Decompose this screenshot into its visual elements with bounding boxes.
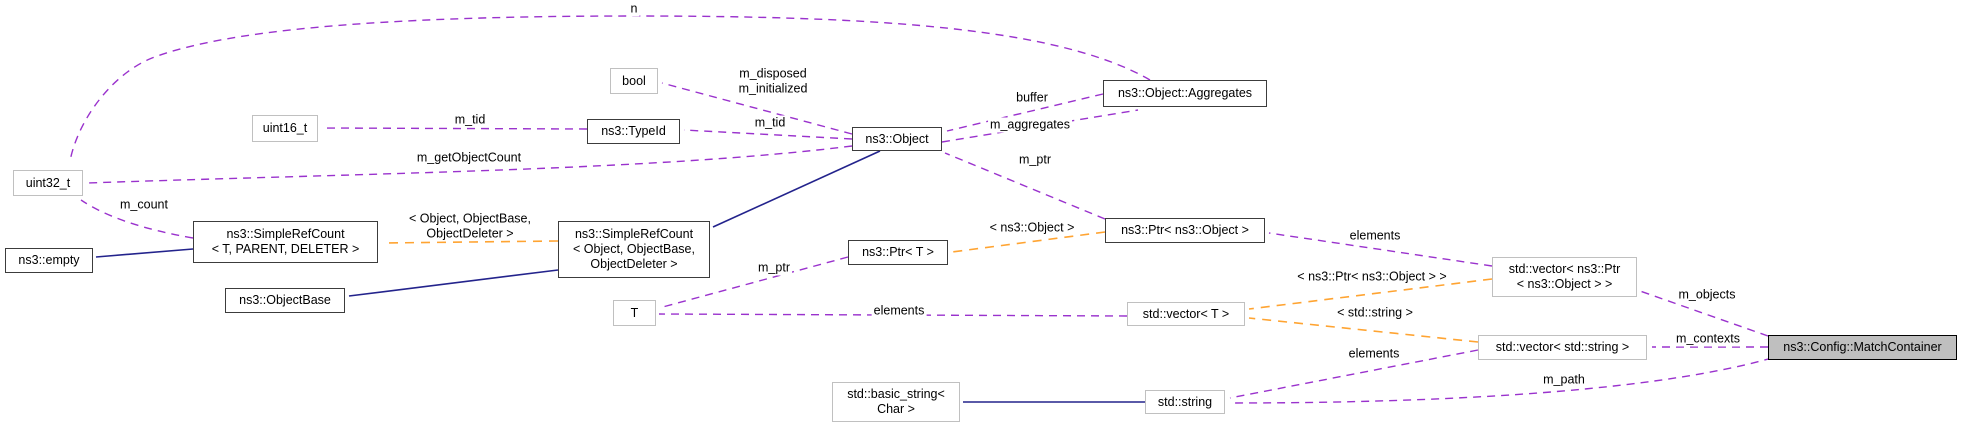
edge-usage-ns3-object-to-uint32-t — [86, 145, 853, 184]
class-node-ns3-object-aggregates[interactable]: ns3::Object::Aggregates — [1103, 80, 1267, 107]
edge-label-m_ptr: m_ptr — [756, 260, 792, 276]
edge-label-m_tid: m_tid — [752, 115, 788, 131]
class-node-simplerefcount-t[interactable]: ns3::SimpleRefCount< T, PARENT, DELETER … — [193, 221, 378, 263]
class-node-ns3-empty[interactable]: ns3::empty — [5, 248, 93, 273]
class-node-label: std::string — [1157, 394, 1213, 409]
class-node-matchcontainer: ns3::Config::MatchContainer — [1768, 335, 1957, 360]
class-node-label: ns3::Config::MatchContainer — [1783, 340, 1942, 354]
edge-template-ns3-ptr-object-to-ns3-ptr-t — [951, 231, 1106, 253]
edge-label-m_aggregates: m_aggregates — [988, 117, 1072, 133]
edge-label-m_contexts: m_contexts — [1674, 331, 1742, 347]
class-node-label: Char > — [877, 402, 915, 416]
edge-label-m_objects: m_objects — [1676, 287, 1738, 303]
class-node-label: < Object, ObjectBase, — [573, 242, 695, 256]
edge-label-ns3object: < ns3::Object > — [989, 220, 1075, 235]
class-node-basic-string: std::basic_string<Char > — [832, 382, 960, 422]
edge-label-m_path: m_path — [1541, 372, 1587, 388]
edge-usage-ns3-object-aggregates-to-ns3-object — [946, 93, 1104, 132]
class-node-bool: bool — [610, 68, 658, 94]
edge-label-buffer: buffer — [1014, 90, 1050, 106]
edge-usage-vector-ptr-object-to-ns3-ptr-object — [1268, 232, 1493, 267]
edge-label-m_initialized: m_initialized — [736, 81, 810, 97]
edge-template-vector-ptr-object-to-vector-t — [1248, 278, 1493, 310]
class-node-label: ns3::empty — [18, 253, 80, 267]
class-node-ns3-objectbase[interactable]: ns3::ObjectBase — [225, 288, 345, 313]
class-node-label: std::vector< ns3::Ptr — [1508, 262, 1621, 276]
edge-inheritance-simplerefcount-object-to-ns3-objectbase — [348, 269, 559, 297]
edge-usage-ns3-ptr-t-to-t — [658, 256, 849, 309]
edge-usage-ns3-ptr-object-to-ns3-object — [944, 152, 1106, 220]
edge-label-elements: elements — [1347, 228, 1403, 244]
class-node-label: < T, PARENT, DELETER > — [211, 242, 360, 256]
class-node-label: std::basic_string< — [847, 387, 945, 401]
class-node-ns3-ptr-t[interactable]: ns3::Ptr< T > — [848, 240, 948, 265]
class-node-label: ObjectDeleter > — [590, 257, 678, 271]
class-node-simplerefcount-object[interactable]: ns3::SimpleRefCount< Object, ObjectBase,… — [558, 221, 710, 278]
class-node-ns3-object[interactable]: ns3::Object — [852, 127, 942, 151]
edge-label-n: n — [628, 1, 640, 17]
edge-template-simplerefcount-object-to-simplerefcount-t — [381, 240, 559, 244]
class-node-label: < ns3::Object > > — [1516, 277, 1613, 291]
class-node-label: ns3::Ptr< T > — [862, 245, 934, 259]
class-node-label: ns3::Object — [865, 131, 929, 146]
edge-usage-ns3-object-to-ns3-typeid — [683, 129, 853, 140]
class-node-label: bool — [622, 73, 646, 88]
edge-usage-matchcontainer-to-vector-ptr-object — [1639, 290, 1769, 337]
edge-label-m_ptr: m_ptr — [1017, 152, 1053, 168]
edge-usage-vector-string-to-std-string — [1229, 349, 1479, 399]
class-node-label: ns3::TypeId — [601, 124, 666, 138]
class-node-uint16-t: uint16_t — [252, 115, 318, 142]
edge-usage-matchcontainer-to-std-string — [1229, 357, 1773, 404]
edge-label-objectobjectbase: < Object, ObjectBase, — [409, 211, 531, 226]
class-node-vector-string: std::vector< std::string > — [1478, 335, 1647, 360]
edge-inheritance-simplerefcount-t-to-ns3-empty — [95, 248, 194, 258]
class-node-ns3-typeid[interactable]: ns3::TypeId — [587, 119, 680, 144]
class-node-label: std::vector< std::string > — [1495, 340, 1630, 354]
edge-label-ns3ptrns3object: < ns3::Ptr< ns3::Object > > — [1297, 269, 1447, 284]
edge-label-m_tid: m_tid — [452, 112, 488, 128]
edge-label-stdstring: < std::string > — [1337, 305, 1413, 320]
edge-label-objectdeleter: ObjectDeleter > — [426, 226, 514, 241]
class-node-label: ns3::Object::Aggregates — [1117, 86, 1253, 100]
class-node-ns3-ptr-object[interactable]: ns3::Ptr< ns3::Object > — [1105, 218, 1265, 243]
edge-usage-ns3-typeid-to-uint16-t — [321, 127, 588, 130]
edge-label-m_count: m_count — [118, 197, 170, 213]
edge-usage-ns3-object-to-bool — [661, 82, 853, 135]
class-node-vector-t: std::vector< T > — [1127, 302, 1245, 326]
class-node-label: ns3::ObjectBase — [239, 293, 331, 307]
class-node-label: ns3::SimpleRefCount — [226, 227, 345, 241]
edge-label-elements: elements — [1346, 346, 1402, 362]
class-node-label: ns3::SimpleRefCount — [574, 227, 694, 241]
class-node-label: uint16_t — [262, 121, 308, 135]
class-node-label: uint32_t — [25, 175, 71, 190]
class-node-t: T — [613, 300, 656, 326]
class-node-label: T — [630, 305, 639, 320]
class-node-label: std::vector< T > — [1142, 306, 1230, 321]
edge-label-elements: elements — [871, 303, 927, 319]
class-node-vector-ptr-object: std::vector< ns3::Ptr< ns3::Object > > — [1492, 257, 1637, 297]
edge-label-m_disposed: m_disposed — [737, 66, 809, 82]
class-node-std-string: std::string — [1145, 390, 1225, 414]
class-node-uint32-t: uint32_t — [13, 170, 83, 196]
edge-label-m_getobjectcount: m_getObjectCount — [414, 150, 524, 166]
class-node-label: ns3::Ptr< ns3::Object > — [1121, 223, 1249, 237]
edge-template-vector-string-to-vector-t — [1248, 317, 1479, 343]
edge-usage-simplerefcount-t-to-uint32-t — [80, 199, 194, 239]
edge-inheritance-ns3-object-to-simplerefcount-object — [712, 150, 881, 228]
